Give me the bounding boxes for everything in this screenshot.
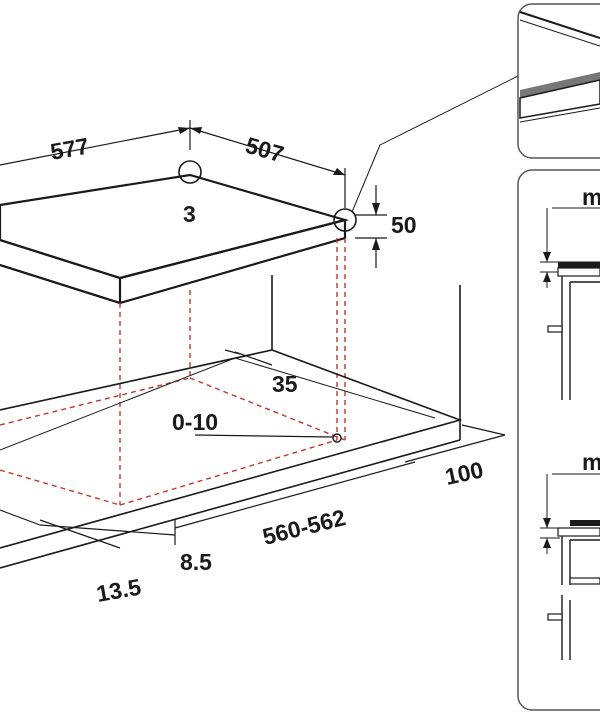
- dim-label-560-562: 560-562: [260, 504, 348, 550]
- hob-right-edge: [119, 218, 347, 305]
- dim-label-13-5: 13.5: [94, 574, 143, 607]
- projection-lines: [0, 238, 346, 506]
- gas-connector: [332, 433, 342, 443]
- dimension-577: 577: [0, 120, 191, 166]
- dim-label-50: 50: [391, 212, 417, 238]
- dim-label-8-5: 8.5: [180, 549, 212, 575]
- countertop: [0, 275, 463, 569]
- dimension-0-10: 0-10: [172, 409, 334, 438]
- hob-front-edge-bottom: [0, 263, 121, 305]
- dimension-100: 100: [404, 424, 506, 490]
- detail-label-top: m: [582, 184, 600, 210]
- dim-label-100: 100: [443, 456, 486, 489]
- dim-label-507: 507: [243, 132, 287, 168]
- dimension-50: 50: [355, 185, 417, 268]
- detail-panel-bottom: m m: [517, 169, 600, 711]
- dimension-35: 35: [224, 349, 298, 397]
- dim-label-577: 577: [48, 133, 90, 165]
- leader-line-to-detail: [351, 74, 521, 213]
- dimension-560-562: 560-562: [174, 461, 416, 550]
- dimension-507: 507: [189, 127, 346, 208]
- hob-top-surface: [0, 173, 350, 280]
- dimension-front: 13.5 8.5: [0, 509, 212, 607]
- corner-detail-circle-right: [333, 208, 357, 232]
- detail-label-bottom: m: [582, 449, 600, 475]
- dim-label-0-10: 0-10: [172, 409, 218, 435]
- detail-panel-top: [517, 3, 600, 159]
- hob-appliance: [0, 160, 357, 305]
- dim-label-35: 35: [272, 371, 298, 397]
- dim-label-3: 3: [183, 201, 196, 227]
- corner-detail-circle-top: [178, 160, 202, 184]
